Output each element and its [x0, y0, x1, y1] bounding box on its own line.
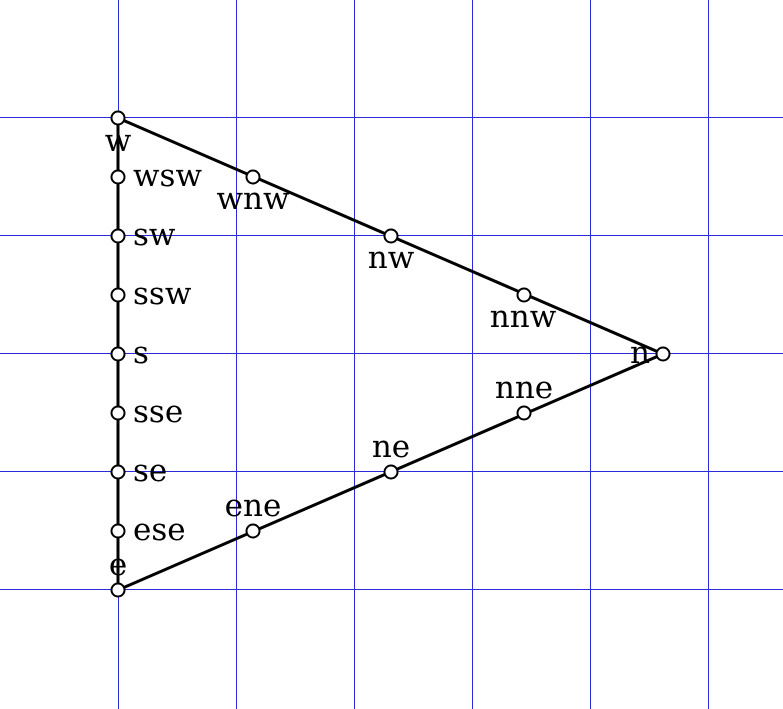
anchor-ssw: [110, 287, 126, 303]
anchor-ese: [110, 523, 126, 539]
anchor-wsw: [110, 169, 126, 185]
anchor-wnw: [245, 169, 261, 185]
anchor-labels: w wsw sw ssw s sse se ese e wnw nw nnw n…: [105, 123, 650, 583]
label-wnw: wnw: [216, 181, 290, 217]
anchor-points: [110, 110, 671, 598]
label-ne: ne: [372, 429, 410, 465]
anchor-e: [110, 582, 126, 598]
label-nne: nne: [495, 370, 553, 406]
anchor-sw: [110, 228, 126, 244]
anchor-ne: [383, 464, 399, 480]
anchor-nw: [383, 228, 399, 244]
anchor-nnw: [516, 287, 532, 303]
anchor-sse: [110, 405, 126, 421]
label-se: se: [133, 453, 167, 489]
label-nw: nw: [368, 240, 415, 276]
label-n: n: [630, 335, 650, 371]
label-sw: sw: [133, 217, 176, 253]
anchor-s: [110, 346, 126, 362]
anchor-nne: [516, 405, 532, 421]
label-ene: ene: [225, 488, 282, 524]
label-w: w: [105, 123, 132, 159]
label-s: s: [133, 335, 149, 371]
anchor-se: [110, 464, 126, 480]
anchor-n: [655, 346, 671, 362]
label-nnw: nnw: [490, 299, 557, 335]
label-e: e: [109, 547, 127, 583]
label-wsw: wsw: [133, 158, 202, 194]
label-ese: ese: [133, 512, 186, 548]
label-ssw: ssw: [133, 276, 192, 312]
anchor-ene: [245, 523, 261, 539]
anchor-w: [110, 110, 126, 126]
label-sse: sse: [133, 394, 183, 430]
